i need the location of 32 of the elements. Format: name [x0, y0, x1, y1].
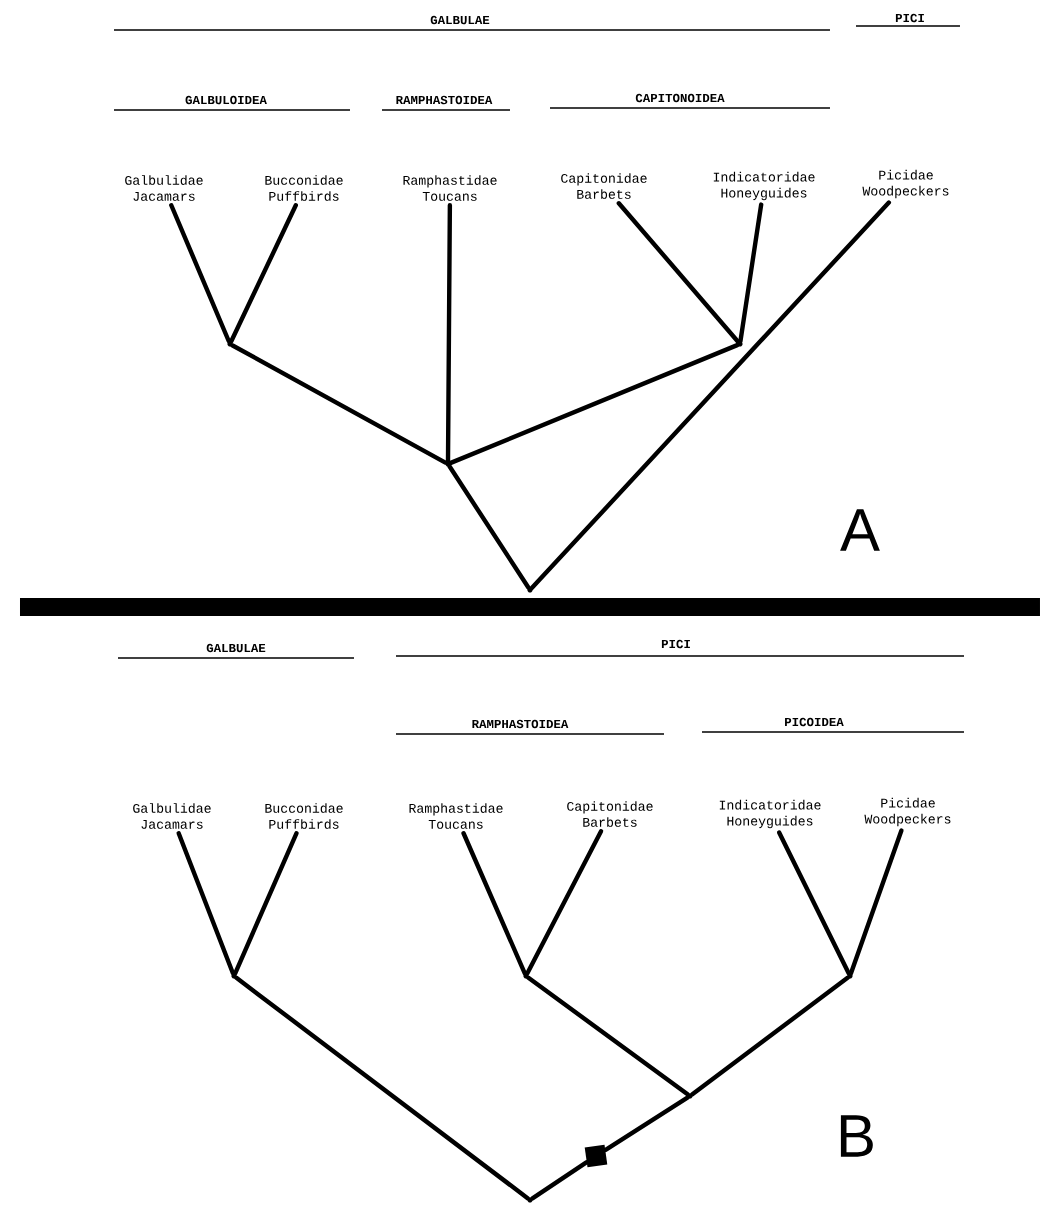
- tree-branch: [233, 831, 299, 976]
- panel-letter: A: [840, 509, 880, 551]
- tree-branch: [234, 975, 530, 1201]
- branch-point: [527, 1197, 533, 1203]
- tree-branch: [230, 343, 448, 465]
- tree-branch: [530, 1160, 589, 1201]
- branch-point: [737, 341, 743, 347]
- tree-branch: [229, 203, 298, 344]
- tree-branch: [445, 203, 453, 464]
- tree-branch: [616, 201, 741, 344]
- branch-point: [687, 1093, 693, 1099]
- tree-branch: [776, 830, 851, 976]
- tree-branch: [448, 342, 740, 466]
- tree-branch: [526, 975, 690, 1097]
- branch-point: [847, 973, 853, 979]
- tree-branch: [525, 829, 604, 976]
- tree-branch: [461, 831, 527, 976]
- tree-branch: [690, 975, 850, 1097]
- tree-branch: [529, 200, 892, 590]
- branch-point: [231, 973, 237, 979]
- tree-branch: [848, 828, 904, 976]
- tree-branch: [603, 1095, 690, 1153]
- tree-branch: [738, 202, 764, 344]
- tree-branch: [169, 203, 232, 344]
- character-marker: [584, 1144, 608, 1168]
- tree-branch: [176, 831, 236, 976]
- branch-point: [227, 341, 233, 347]
- panel-letter: B: [840, 1115, 873, 1157]
- branch-point: [523, 973, 529, 979]
- branch-point: [527, 587, 533, 593]
- branch-point: [445, 461, 451, 467]
- tree-branch: [447, 464, 531, 590]
